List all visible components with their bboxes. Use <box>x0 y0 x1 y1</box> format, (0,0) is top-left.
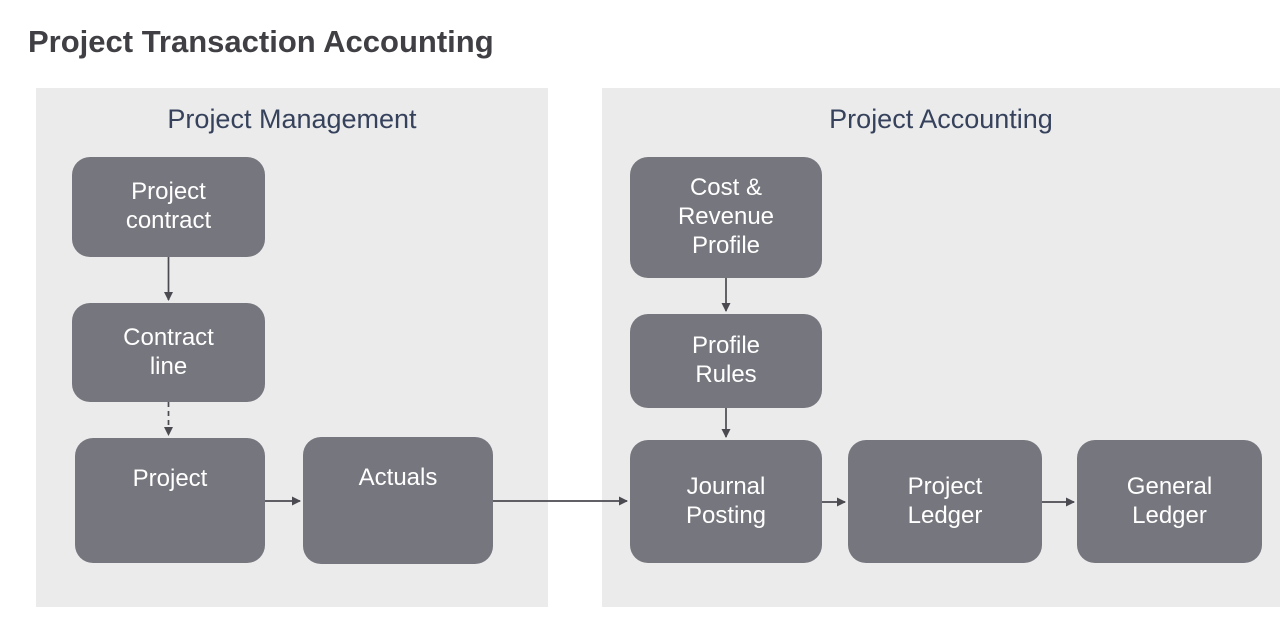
node-project-ledger: Project Ledger <box>848 440 1042 563</box>
node-project: Project <box>75 438 265 563</box>
panel-project-management-header: Project Management <box>167 104 417 134</box>
node-journal-posting: Journal Posting <box>630 440 822 563</box>
node-actuals: Actuals <box>303 437 493 564</box>
node-contract-line: Contract line <box>72 303 265 402</box>
node-profile-rules: Profile Rules <box>630 314 822 408</box>
node-cost-revenue-profile: Cost & Revenue Profile <box>630 157 822 278</box>
page-title: Project Transaction Accounting <box>28 24 494 59</box>
node-general-ledger: General Ledger <box>1077 440 1262 563</box>
node-project-contract: Project contract <box>72 157 265 257</box>
panel-project-accounting-header: Project Accounting <box>829 104 1053 134</box>
